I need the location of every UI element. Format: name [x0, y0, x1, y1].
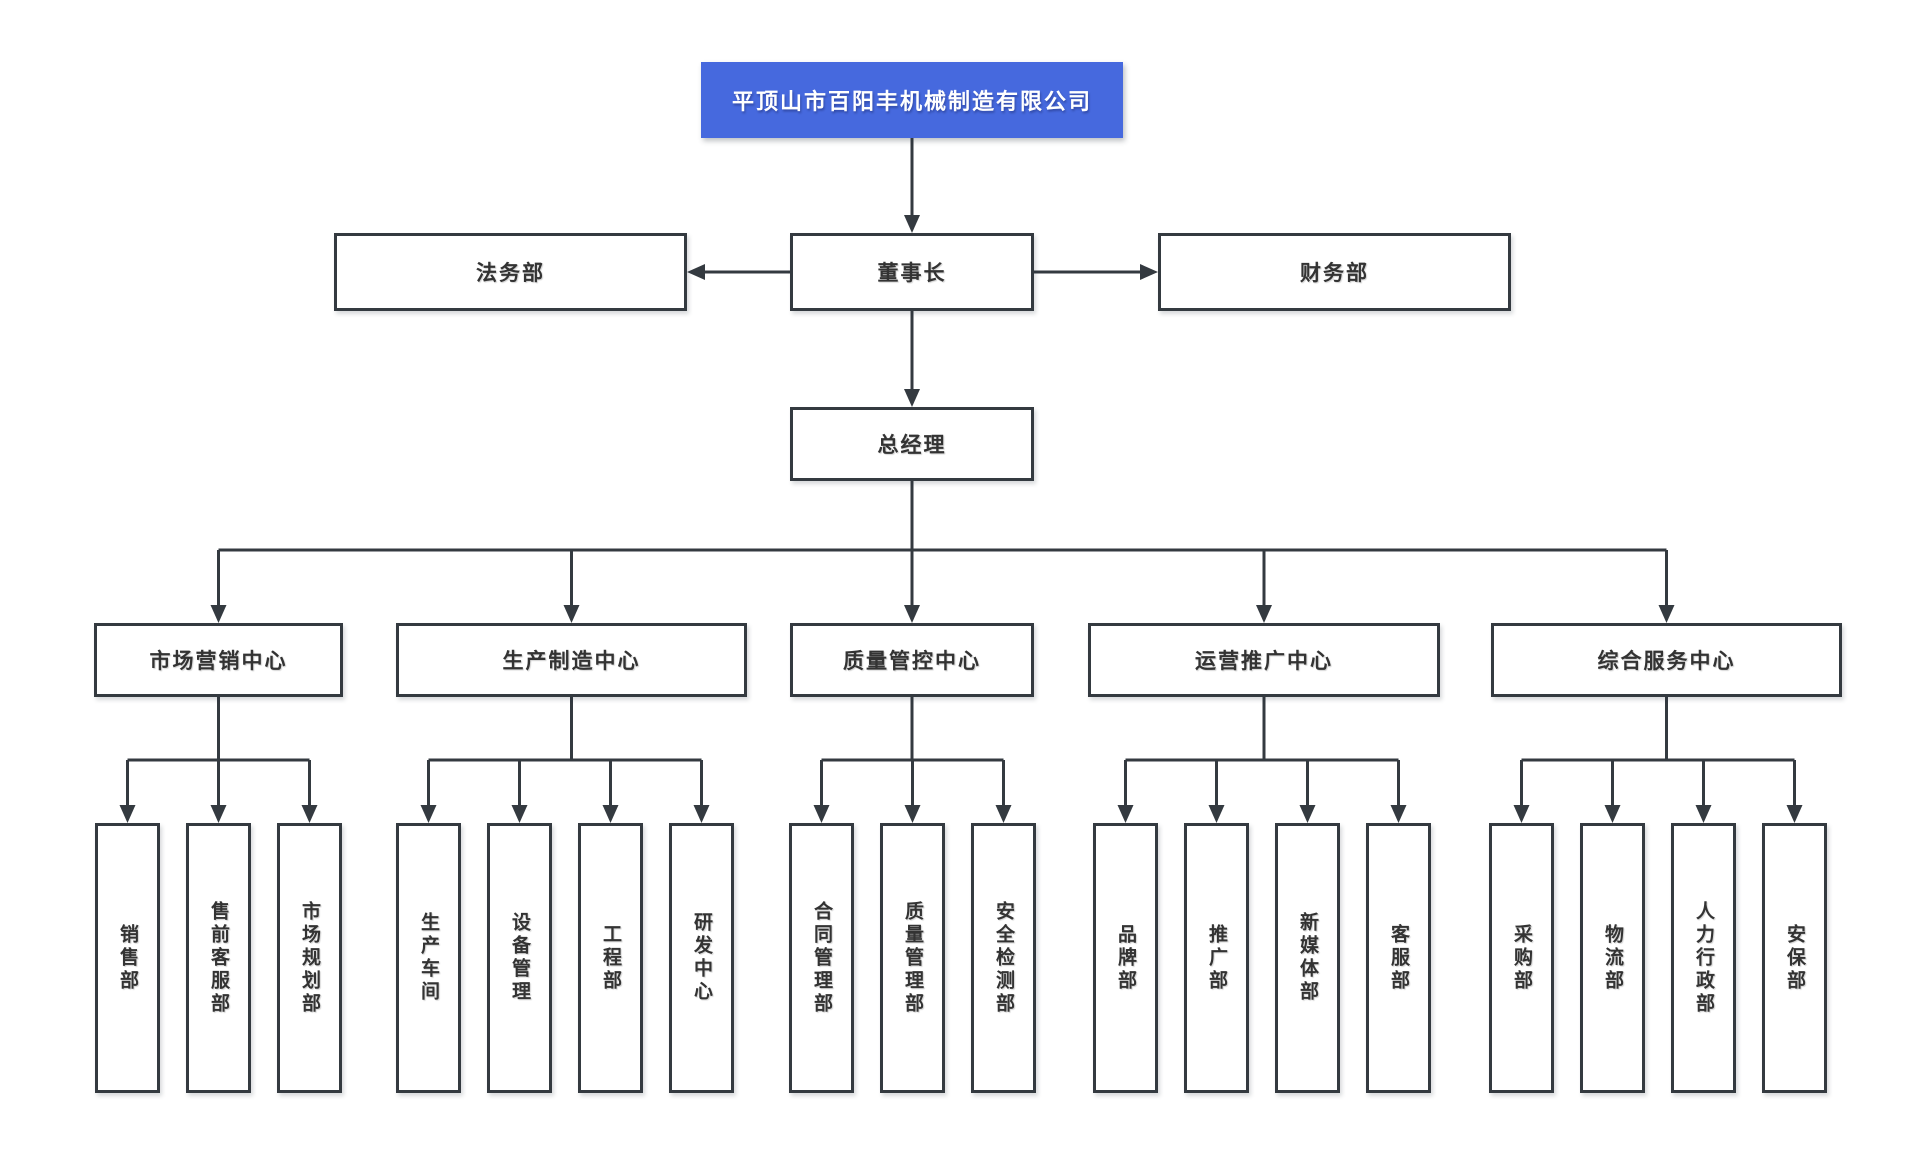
node-leaf-promotion: 推广部: [1184, 823, 1249, 1093]
connector-lines: [126, 138, 1796, 806]
node-leaf-market-planning: 市场规划部: [277, 823, 342, 1093]
node-leaf-safety-inspection: 安全检测部: [971, 823, 1036, 1093]
node-leaf-procurement: 采购部: [1489, 823, 1554, 1093]
node-leaf-quality-management: 质量管理部: [880, 823, 945, 1093]
company-name: 平顶山市百阳丰机械制造有限公司: [731, 89, 1092, 114]
node-general-manager: 总经理: [790, 407, 1034, 481]
node-leaf-presales-service: 售前客服部: [186, 823, 251, 1093]
node-leaf-rnd-center: 研发中心: [669, 823, 734, 1093]
node-leaf-security: 安保部: [1762, 823, 1827, 1093]
node-leaf-logistics: 物流部: [1580, 823, 1645, 1093]
node-chairman: 董事长: [790, 233, 1034, 311]
arrowheads: [119, 215, 1803, 823]
node-center-services: 综合服务中心: [1491, 623, 1842, 697]
node-leaf-brand: 品牌部: [1093, 823, 1158, 1093]
node-leaf-customer-service: 客服部: [1366, 823, 1431, 1093]
general-manager-label: 总经理: [877, 434, 947, 457]
legal-dept-label: 法务部: [476, 262, 545, 285]
node-leaf-equipment-management: 设备管理: [487, 823, 552, 1093]
node-leaf-contract-management: 合同管理部: [789, 823, 854, 1093]
node-leaf-engineering: 工程部: [578, 823, 643, 1093]
node-center-quality: 质量管控中心: [790, 623, 1034, 697]
node-company-root: 平顶山市百阳丰机械制造有限公司: [701, 62, 1123, 138]
node-center-production: 生产制造中心: [396, 623, 747, 697]
finance-dept-label: 财务部: [1300, 262, 1369, 285]
node-leaf-hr-admin: 人力行政部: [1671, 823, 1736, 1093]
node-leaf-production-workshop: 生产车间: [396, 823, 461, 1093]
node-center-marketing: 市场营销中心: [94, 623, 343, 697]
node-leaf-sales: 销售部: [95, 823, 160, 1093]
node-leaf-new-media: 新媒体部: [1275, 823, 1340, 1093]
node-legal-dept: 法务部: [334, 233, 687, 311]
chairman-label: 董事长: [877, 262, 947, 285]
node-center-operations: 运营推广中心: [1088, 623, 1440, 697]
node-finance-dept: 财务部: [1158, 233, 1511, 311]
